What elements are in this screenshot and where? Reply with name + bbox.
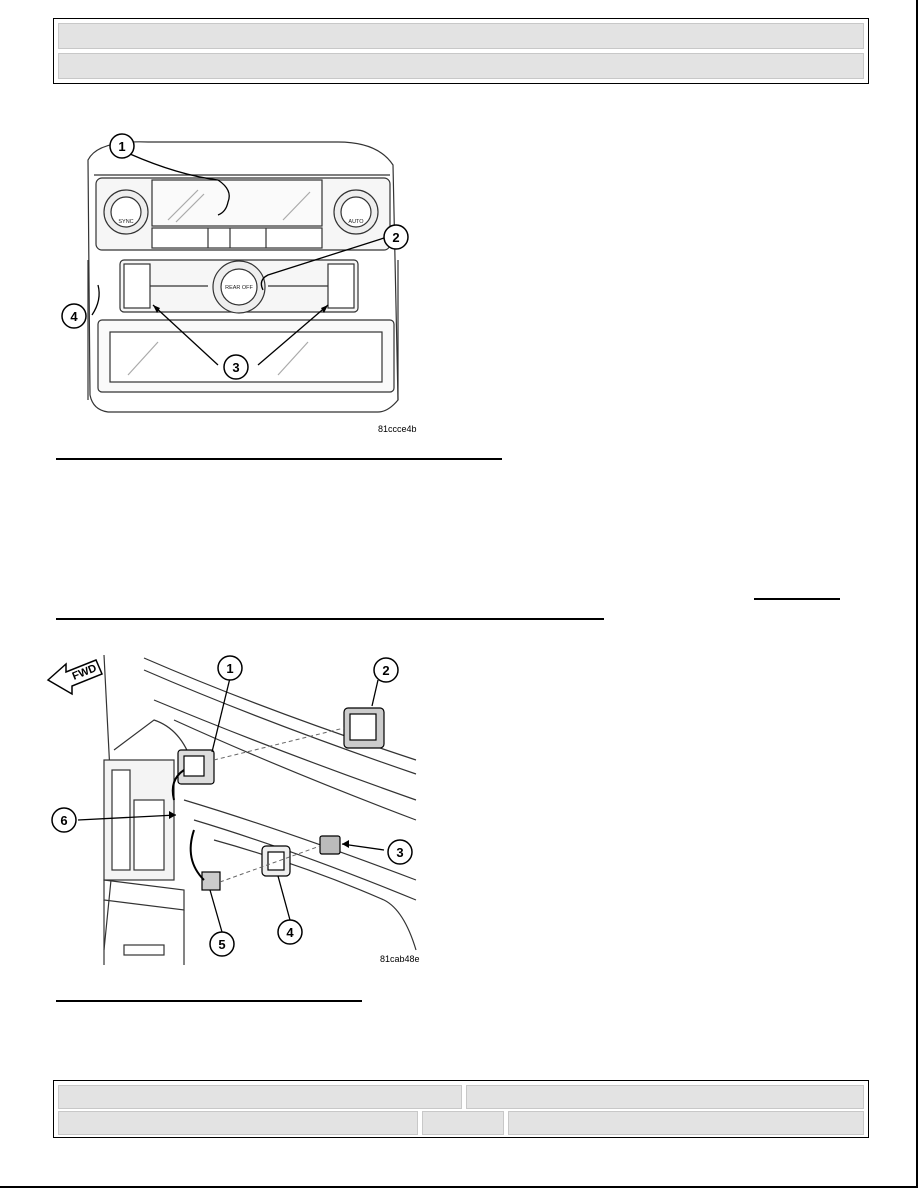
text-underline (56, 458, 502, 460)
fig2-callout-5: 5 (218, 937, 225, 952)
text-underline (56, 1000, 362, 1002)
fig2-callout-1: 1 (226, 661, 233, 676)
sync-label: SYNC (118, 219, 133, 225)
rear-off-label: REAR OFF (225, 285, 253, 291)
footer-cell (58, 1085, 462, 1109)
footer-cell (422, 1111, 504, 1135)
header-subtitle-bar (58, 53, 864, 79)
header-title-bar (58, 23, 864, 49)
figure-hvac-control-panel: SYNC AUTO REAR OFF 1 2 3 4 81ccce4b (58, 120, 436, 442)
footer-cell (466, 1085, 864, 1109)
text-underline (56, 618, 604, 620)
page-footer (53, 1080, 869, 1138)
figure2-id: 81cab48e (380, 954, 420, 964)
footer-cell (508, 1111, 864, 1135)
fig2-callout-6: 6 (60, 813, 67, 828)
fig2-callout-3: 3 (396, 845, 403, 860)
figure1-id: 81ccce4b (378, 424, 417, 434)
figure-switch-installation: FWD 1 2 3 4 5 6 81cab48e (44, 650, 422, 968)
footer-cell (58, 1111, 418, 1135)
fig2-callout-2: 2 (382, 663, 389, 678)
text-underline (754, 598, 840, 600)
fig1-callout-3: 3 (232, 360, 239, 375)
fig2-callout-4: 4 (286, 925, 294, 940)
fig1-callout-2: 2 (392, 230, 399, 245)
fig1-callout-1: 1 (118, 139, 125, 154)
auto-label: AUTO (348, 219, 364, 225)
fig1-callout-4: 4 (70, 309, 78, 324)
page-header (53, 18, 869, 84)
